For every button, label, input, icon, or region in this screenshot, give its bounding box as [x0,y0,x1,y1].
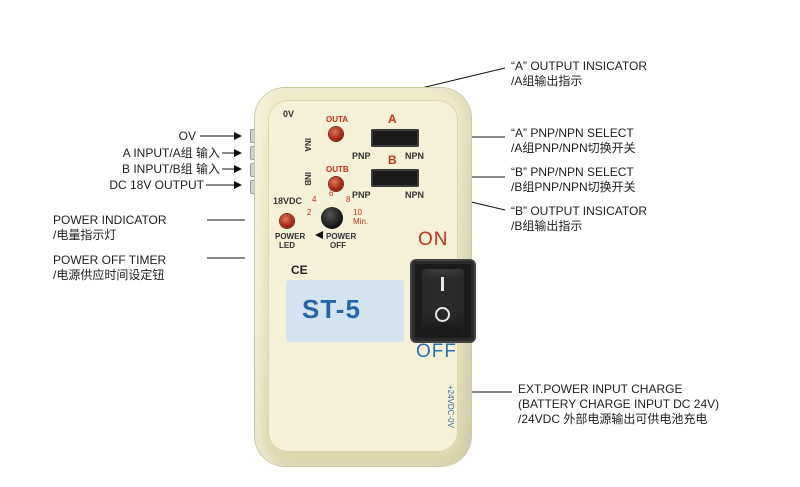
callout-out-b-cn: /B组输出指示 [511,219,583,233]
callout-dc-output: DC 18V OUTPUT [109,178,204,192]
callout-power-off-timer: POWER OFF TIMER /电源供应时间设定钮 [53,253,166,283]
switch-b-npn: NPN [405,190,425,200]
callout-ext-en2: (BATTERY CHARGE INPUT DC 24V) [518,397,720,411]
callout-sel-a-cn: /A组PNP/NPN切换开关 [511,141,636,155]
callout-out-b-en: “B” OUTPUT INSICATOR [511,204,648,218]
dial-num-2: 2 [307,208,312,217]
callout-ov: OV [178,129,196,143]
callout-out-a-cn: /A组输出指示 [511,74,583,88]
dial-num-min: Min. [353,217,369,226]
rocker-on-mark-icon [441,277,444,291]
ce-mark: CE [291,263,308,277]
dial-num-4: 4 [312,195,317,204]
arrow-ov [234,132,242,140]
label-18vdc: 18VDC [273,196,303,206]
switch-on-label: ON [418,229,449,250]
power-off-timer-knob[interactable] [321,207,343,229]
label-inb: INB [303,172,312,186]
device-face: 0V INA INB OUTA OUTB A PNP NPN B PNP NPN… [268,100,474,452]
callout-power-off-timer-en: POWER OFF TIMER [53,253,167,267]
switch-a-letter: A [388,112,397,126]
power-rocker-switch[interactable] [412,261,474,341]
callout-out-b: “B” OUTPUT INSICATOR /B组输出指示 [511,204,647,234]
power-led-label-2: LED [279,241,295,250]
switch-off-label: OFF [416,341,457,362]
power-led-label-1: POWER [275,232,306,241]
tester-device: 0V INA INB OUTA OUTB A PNP NPN B PNP NPN… [255,88,474,466]
callout-power-indicator: POWER INDICATOR /电量指示灯 [53,213,167,243]
callout-ext-cn: /24VDC 外部电源输出可供电池充电 [518,412,708,426]
dial-num-8: 8 [346,195,351,204]
model-band [286,280,404,342]
switch-b-pnp: PNP [352,190,371,200]
callout-b-input: B INPUT/B组 输入 [121,162,220,176]
callout-power-off-timer-cn: /电源供应时间设定钮 [53,268,165,282]
callout-a-input: A INPUT/A组 输入 [122,146,220,160]
callout-sel-b-cn: /B组PNP/NPN切换开关 [511,180,636,194]
rocker[interactable] [422,269,464,333]
switch-b-letter: B [388,153,397,167]
arrow-dc-output [234,181,242,189]
label-0v: 0V [283,109,295,119]
arrow-b-input [234,165,242,173]
dial-num-10: 10 [353,208,362,217]
switch-a-npn: NPN [405,151,425,161]
power-off-label-1: POWER [326,232,357,241]
label-out-a: OUTA [326,115,349,124]
callout-out-a-en: “A” OUTPUT INSICATOR [511,59,648,73]
callout-power-indicator-cn: /电量指示灯 [53,228,117,242]
switch-a-pnp-npn[interactable] [371,129,419,147]
callout-power-indicator-en: POWER INDICATOR [53,213,167,227]
callout-sel-a: “A” PNP/NPN SELECT /A组PNP/NPN切换开关 [511,126,636,156]
power-led [280,214,294,228]
led-out-a [329,127,343,141]
model-name: ST-5 [302,294,361,324]
callout-sel-b-en: “B” PNP/NPN SELECT [511,165,634,179]
arrow-a-input [234,149,242,157]
callout-ext-power: EXT.POWER INPUT CHARGE (BATTERY CHARGE I… [518,382,719,427]
switch-b-pnp-npn[interactable] [371,169,419,187]
callout-sel-a-en: “A” PNP/NPN SELECT [511,126,634,140]
switch-a-pnp: PNP [352,151,371,161]
side-24vdc-label: +24VDC-0V [446,385,455,428]
rocker-off-mark-icon [435,307,450,322]
label-ina: INA [303,138,312,152]
power-off-label-2: OFF [330,241,346,250]
callout-ext-en1: EXT.POWER INPUT CHARGE [518,382,683,396]
led-out-b [329,177,343,191]
callout-sel-b: “B” PNP/NPN SELECT /B组PNP/NPN切换开关 [511,165,636,195]
label-out-b: OUTB [326,165,349,174]
callout-out-a: “A” OUTPUT INSICATOR /A组输出指示 [511,59,647,89]
power-off-pointer-icon [315,231,323,239]
dial-num-6: 6 [329,189,334,198]
